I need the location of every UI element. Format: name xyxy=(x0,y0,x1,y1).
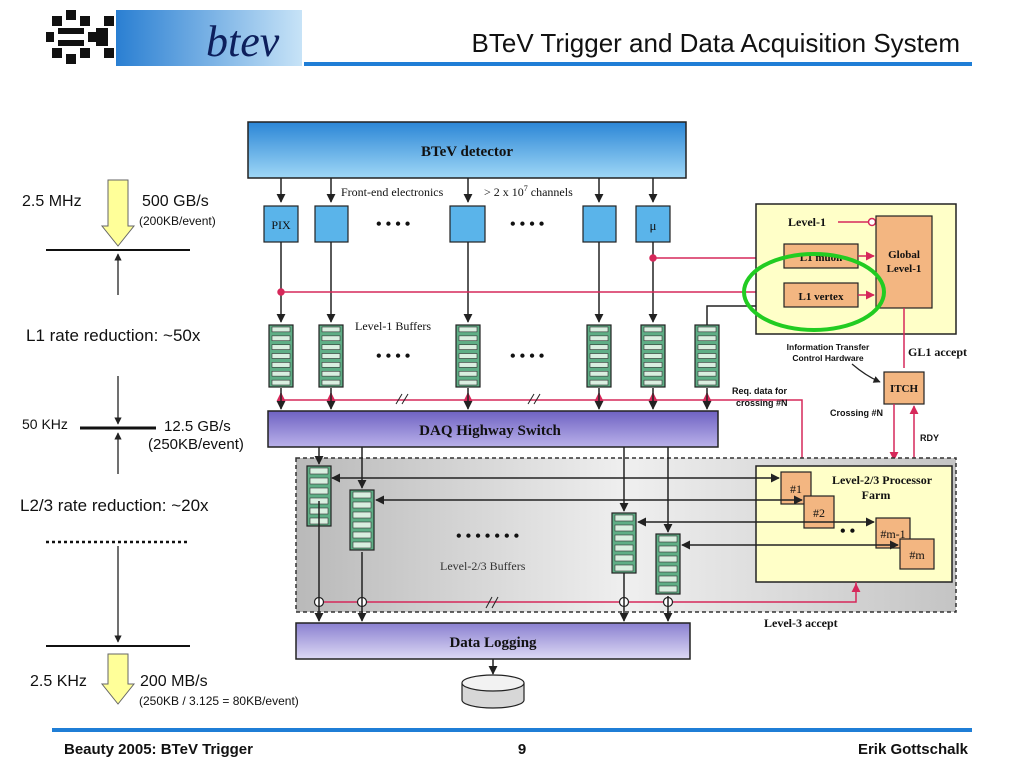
itch-pointer xyxy=(851,363,881,383)
page-title: BTeV Trigger and Data Acquisition System xyxy=(472,28,960,58)
logo-mirror-text: btev xyxy=(328,21,386,58)
l1-reduction-label: L1 rate reduction: ~50x xyxy=(26,326,201,345)
l1-vertex-highlight xyxy=(742,252,886,332)
output-flow-arrow-icon xyxy=(100,653,136,705)
buffer-farm-links xyxy=(331,473,899,550)
l23-buffers-label: Level-2/3 Buffers xyxy=(440,559,526,573)
buffer-stack xyxy=(349,489,375,551)
mu-label: μ xyxy=(650,218,657,233)
buffer-dots-left: • • • • xyxy=(376,348,410,365)
daq-switch-box xyxy=(267,410,719,448)
farm-node-m: #m xyxy=(909,548,925,562)
l23-to-logging-arrows xyxy=(314,501,673,622)
data-logging-box xyxy=(295,622,691,660)
buffer-stack xyxy=(268,324,294,388)
info-transfer-label-2: Control Hardware xyxy=(792,353,864,363)
input-bandwidth: 500 GB/s xyxy=(142,193,209,210)
detector-to-module-arrows xyxy=(276,178,658,203)
req-data-label-2: crossing #N xyxy=(736,398,788,408)
l23-reduction-label: L2/3 rate reduction: ~20x xyxy=(20,496,209,515)
level1-buffers-label: Level-1 Buffers xyxy=(355,319,431,333)
farm-node-m-1: #m-1 xyxy=(880,527,905,541)
buffer-stack xyxy=(640,324,666,388)
itch-box xyxy=(883,371,925,405)
frontend-modules xyxy=(263,205,671,243)
level1-label: Level-1 xyxy=(788,215,826,229)
l23-farm-label-2: Farm xyxy=(862,488,891,502)
l23-dots: • • • • • • • xyxy=(456,528,519,545)
l1-rate: 50 KHz xyxy=(22,416,68,432)
module-dots-right: • • • • xyxy=(510,216,544,233)
global-l1-label-2: Level-1 xyxy=(887,263,922,275)
footer-left: Beauty 2005: BTeV Trigger xyxy=(64,741,253,758)
l23-farm-label-1: Level-2/3 Processor xyxy=(832,473,933,487)
rate-column: 2.5 MHz 500 GB/s (200KB/event) L1 rate r… xyxy=(20,179,299,708)
buffer-stack xyxy=(694,324,720,388)
module-dots-left: • • • • xyxy=(376,216,410,233)
crossing-n-label: Crossing #N xyxy=(830,408,883,418)
fermilab-logo-icon xyxy=(46,10,114,64)
daq-switch-label: DAQ Highway Switch xyxy=(419,423,561,439)
itch-label: ITCH xyxy=(890,383,919,395)
module-to-buffer-arrows xyxy=(276,242,781,325)
buffer-stack xyxy=(455,324,481,388)
buffer-dots-right: • • • • xyxy=(510,348,544,365)
buffer-stack xyxy=(611,512,637,574)
logo-text: btev xyxy=(206,17,280,66)
gl1-accept-label: GL1 accept xyxy=(908,345,967,359)
footer-page-number: 9 xyxy=(518,741,526,758)
detector-label: BTeV detector xyxy=(421,144,513,160)
l1-vertex-label: L1 vertex xyxy=(799,291,844,303)
level1-buffers xyxy=(268,324,720,388)
buffer-stack xyxy=(655,533,681,595)
output-event-size: (250KB / 3.125 = 80KB/event) xyxy=(139,694,299,708)
daq-diagram: BTeV detector Front-end electronics > 2 … xyxy=(247,121,967,709)
buffer-stack xyxy=(586,324,612,388)
footer-rule xyxy=(52,728,972,732)
input-event-size: (200KB/event) xyxy=(139,214,216,228)
output-bandwidth: 200 MB/s xyxy=(140,673,208,690)
l1-bandwidth: 12.5 GB/s xyxy=(164,418,231,435)
data-logging-label: Data Logging xyxy=(449,635,537,651)
level3-accept-label: Level-3 accept xyxy=(764,616,838,630)
info-transfer-label-1: Information Transfer xyxy=(787,342,870,352)
req-data-label-1: Req. data for xyxy=(732,386,788,396)
buffer-stack xyxy=(318,324,344,388)
buffer-to-switch-arrows xyxy=(276,388,712,410)
logo: btev btev xyxy=(46,10,386,66)
output-rate: 2.5 KHz xyxy=(30,673,87,690)
input-flow-arrow-icon xyxy=(100,179,136,247)
logo-banner xyxy=(116,10,302,66)
level1-feedback-node xyxy=(867,217,877,227)
header-rule xyxy=(304,62,972,66)
farm-node-1: #1 xyxy=(790,482,802,496)
farm-nodes xyxy=(780,471,935,570)
farm-node-2: #2 xyxy=(813,506,825,520)
global-l1-label-1: Global xyxy=(888,249,920,261)
rdy-label: RDY xyxy=(920,433,939,443)
frontend-label: Front-end electronics xyxy=(341,185,444,199)
disk-storage-icon xyxy=(461,674,525,709)
level1-red-feeds xyxy=(277,253,781,297)
l1-event-size: (250KB/event) xyxy=(148,436,244,453)
channels-label: > 2 x 107 channels xyxy=(484,184,573,199)
detector-box xyxy=(247,121,687,179)
input-rate: 2.5 MHz xyxy=(22,193,82,210)
farm-dots: • • xyxy=(840,523,855,540)
pix-label: PIX xyxy=(271,218,291,232)
footer-right: Erik Gottschalk xyxy=(858,741,969,758)
